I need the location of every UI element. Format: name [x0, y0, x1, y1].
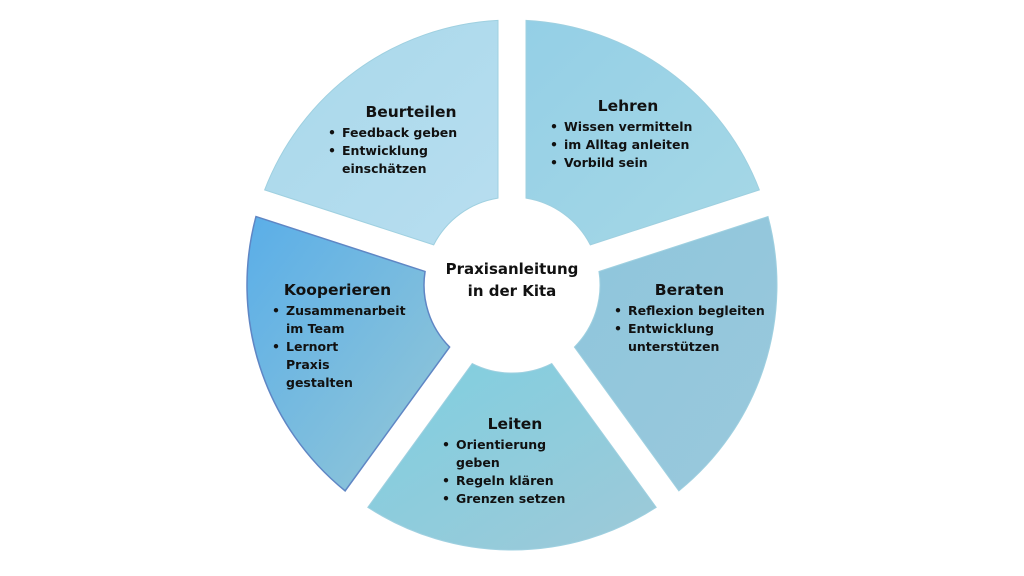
list-item: Vorbild sein	[548, 154, 708, 172]
segment-beurteilen: Beurteilen Feedback geben Entwicklung ei…	[326, 103, 476, 178]
list-item: Reflexion begleiten	[612, 302, 767, 320]
list-item: Grenzen setzen	[440, 490, 590, 508]
segment-beraten: Beraten Reflexion begleiten Entwicklung …	[612, 281, 767, 356]
list-item: Orientierung geben	[440, 436, 590, 472]
center-label-line2: in der Kita	[467, 282, 557, 300]
list-item: Zusammenarbeit im Team	[270, 302, 406, 338]
list-item: Entwicklung einschätzen	[326, 142, 432, 178]
segment-title: Leiten	[487, 415, 543, 433]
center-label: Praxisanleitung in der Kita	[432, 258, 592, 302]
list-item: Feedback geben	[326, 124, 476, 142]
list-item: Lernort Praxis gestalten	[270, 338, 386, 392]
list-item: Wissen vermitteln	[548, 118, 708, 136]
list-item: Regeln klären	[440, 472, 590, 490]
segment-title: Kooperieren	[283, 281, 392, 299]
segment-title: Lehren	[597, 97, 659, 115]
center-label-line1: Praxisanleitung	[445, 260, 579, 278]
segment-lehren: Lehren Wissen vermitteln im Alltag anlei…	[548, 97, 708, 172]
list-item: im Alltag anleiten	[548, 136, 708, 154]
segment-title: Beurteilen	[365, 103, 457, 121]
segment-title: Beraten	[654, 281, 725, 299]
segment-leiten: Leiten Orientierung geben Regeln klären …	[440, 415, 590, 508]
list-item: Entwicklung unterstützen	[612, 320, 728, 356]
segment-kooperieren: Kooperieren Zusammenarbeit im Team Lerno…	[270, 281, 406, 392]
